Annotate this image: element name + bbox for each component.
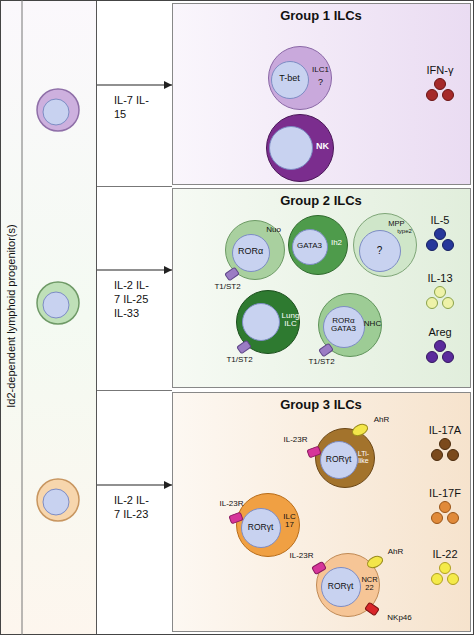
receptor-label: IL-23R: [216, 500, 248, 509]
cell-label: MPP: [385, 220, 409, 228]
receptor-label: IL-23R: [286, 552, 318, 561]
nucleus-label: RORγt: [321, 455, 357, 464]
ilc-cell: RORγtNCR 22IL-23RAhRNKp46: [316, 553, 380, 617]
nucleus-label: RORα GATA3: [325, 317, 363, 335]
cell-label: NK: [314, 142, 332, 152]
divider: [97, 390, 172, 391]
cytokine-label: IL-5: [417, 214, 463, 226]
nucleus-label: ?: [374, 245, 386, 256]
divider: [97, 186, 172, 187]
cell-label: ILC1: [309, 66, 333, 75]
panel-title: Group 1 ILCs: [221, 9, 421, 23]
ilc-cell: RORαNuoT1/ST2: [225, 220, 285, 280]
nucleus-label: T-bet: [272, 74, 308, 84]
ilc-cell: ? MPPtype2: [353, 213, 417, 277]
cytokine-label: IL-17F: [422, 487, 468, 499]
nucleus: [242, 303, 280, 341]
column-label: Id2-dependent lymphoid progenitor(s): [5, 106, 17, 526]
cell-label: ?: [315, 78, 327, 88]
receptor-label: NKp46: [385, 614, 415, 623]
arrow-connector: [97, 269, 172, 270]
ilc-cell: GATA3Ih2: [288, 215, 348, 275]
receptor-label: AhR: [371, 416, 393, 425]
cytokine-label: IL-17A: [422, 424, 468, 436]
nucleus-label: RORα: [233, 247, 269, 257]
arrow-connector: [97, 84, 172, 85]
cytokine-label: IFN-γ: [417, 64, 463, 76]
receptor-label: T1/ST2: [208, 283, 248, 292]
cell-label: NHC: [363, 320, 383, 329]
group-panel: Group 1 ILCsT-betILC1? NK: [172, 3, 471, 185]
nucleus-label: RORγt: [243, 523, 279, 532]
cell-label: NCR 22: [361, 576, 379, 593]
cell-subscript: type2: [393, 228, 417, 235]
cytokine-label: IL-22: [422, 548, 468, 560]
receptor-label: T1/ST2: [220, 356, 260, 365]
nucleus-label: RORγt: [323, 582, 359, 591]
panel-title: Group 3 ILCs: [221, 398, 421, 412]
ilc-cell: RORγtILC 17IL-23R: [236, 493, 300, 557]
cell-label: LTi-like: [354, 450, 374, 465]
ilc-cell: NK: [266, 114, 334, 182]
cytokine-label: IL-13: [417, 272, 463, 284]
receptor-label: T1/ST2: [302, 358, 342, 367]
receptor-label: IL-23R: [280, 436, 312, 445]
cytokine-label: Areg: [417, 326, 463, 338]
nucleus-label: GATA3: [292, 242, 328, 251]
progenitor-column: Id2-dependent lymphoid progenitor(s): [0, 0, 97, 635]
nucleus: [269, 126, 313, 170]
group-panel: Group 3 ILCsRORγtLTi-likeAhRIL-23RRORγtI…: [172, 392, 471, 632]
group-panel: Group 2 ILCsRORα NuoT1/ST2 GATA3Ih2? MPPtyp…: [172, 188, 471, 388]
cell-label: Lung ILC: [280, 312, 302, 330]
cytokine-list: IL-2 IL-7 IL-23: [114, 494, 154, 522]
cell-label: Ih2: [329, 239, 345, 248]
ilc-cell: RORγtLTi-likeAhRIL-23R: [315, 428, 375, 488]
cell-label: ILC 17: [282, 513, 298, 531]
cell-label: Nuo: [263, 226, 285, 235]
receptor-label: AhR: [385, 548, 407, 557]
cytokine-list: IL-2 IL-7 IL-25 IL-33: [114, 279, 154, 320]
panel-title: Group 2 ILCs: [221, 194, 421, 208]
arrow-connector: [97, 484, 172, 485]
cytokine-list: IL-7 IL-15: [114, 94, 154, 122]
ilc-cell: RORα GATA3NHCT1/ST2: [318, 293, 382, 357]
ilc-cell: T-betILC1?: [268, 46, 332, 110]
ilc-cell: Lung ILCT1/ST2: [236, 290, 300, 354]
